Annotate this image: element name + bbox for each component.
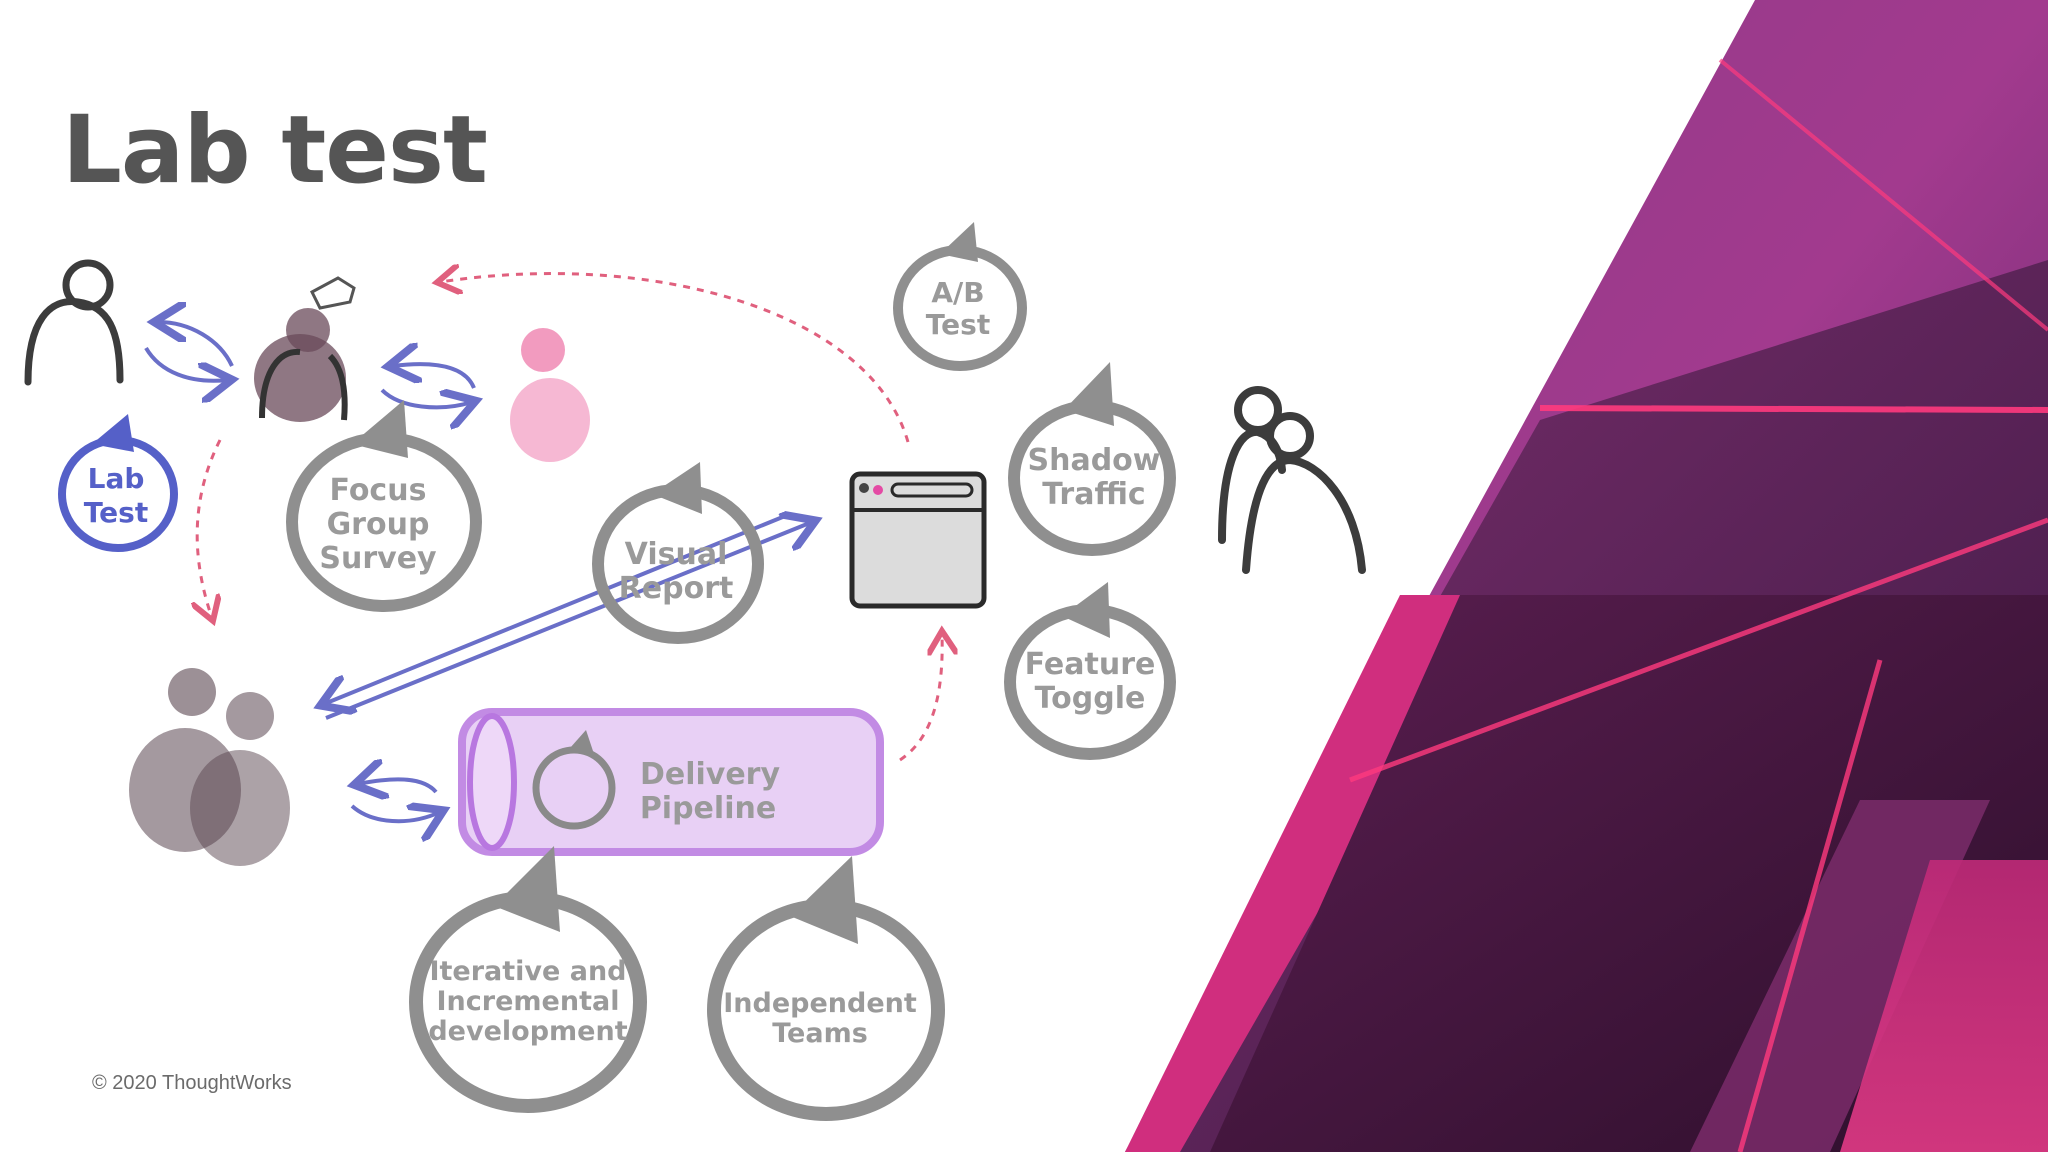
ab-test-label-2: Test xyxy=(926,308,990,341)
researcher-icon xyxy=(254,276,356,422)
focus-group-label-1: Focus xyxy=(330,473,427,508)
focus-group-label-2: Group xyxy=(327,507,430,542)
slide-title: Lab test xyxy=(62,96,488,205)
feature-toggle-label-2: Toggle xyxy=(1035,681,1146,716)
shadow-traffic-label-2: Traffic xyxy=(1042,477,1145,512)
iterative-label-3: development xyxy=(428,1016,627,1047)
iterative-label-2: Incremental xyxy=(437,986,620,1017)
focus-group-node: Focus Group Survey xyxy=(286,400,482,612)
iterative-node: Iterative and Incremental development xyxy=(409,846,647,1113)
user-icon xyxy=(24,259,124,386)
feature-toggle-label-1: Feature xyxy=(1025,647,1156,682)
focus-group-label-3: Survey xyxy=(319,541,437,576)
shadow-traffic-label-1: Shadow xyxy=(1027,443,1160,478)
team-icon xyxy=(129,668,290,866)
lab-test-label-1: Lab xyxy=(88,462,145,495)
lab-test-node: Lab Test xyxy=(58,414,178,552)
independent-teams-label-2: Teams xyxy=(772,1018,868,1049)
delivery-pipeline-label-2: Pipeline xyxy=(640,791,776,826)
feedback-arrows xyxy=(197,274,942,762)
delivery-pipeline xyxy=(458,708,884,856)
lab-test-label-2: Test xyxy=(84,496,148,529)
iterative-label-1: Iterative and xyxy=(429,956,626,987)
exchange-arrows xyxy=(144,322,812,821)
independent-teams-node: Independent Teams xyxy=(707,856,945,1121)
delivery-pipeline-label-1: Delivery xyxy=(640,757,781,792)
copyright-footer: © 2020 ThoughtWorks xyxy=(92,1072,292,1094)
delivery-pipeline-label: Delivery Pipeline xyxy=(640,757,781,826)
persona-icon xyxy=(510,328,590,462)
ab-test-label-1: A/B xyxy=(931,276,984,309)
visual-report-node: Visual Report xyxy=(592,462,764,644)
ab-test-node: A/B Test xyxy=(893,222,1027,371)
users-icon xyxy=(1218,386,1366,574)
feature-toggle-node: Feature Toggle xyxy=(1004,582,1176,760)
browser-window-icon xyxy=(849,471,987,609)
visual-report-label-2: Report xyxy=(619,571,734,606)
visual-report-label-1: Visual xyxy=(625,537,728,572)
independent-teams-label-1: Independent xyxy=(723,988,917,1019)
shadow-traffic-node: Shadow Traffic xyxy=(1008,362,1176,556)
